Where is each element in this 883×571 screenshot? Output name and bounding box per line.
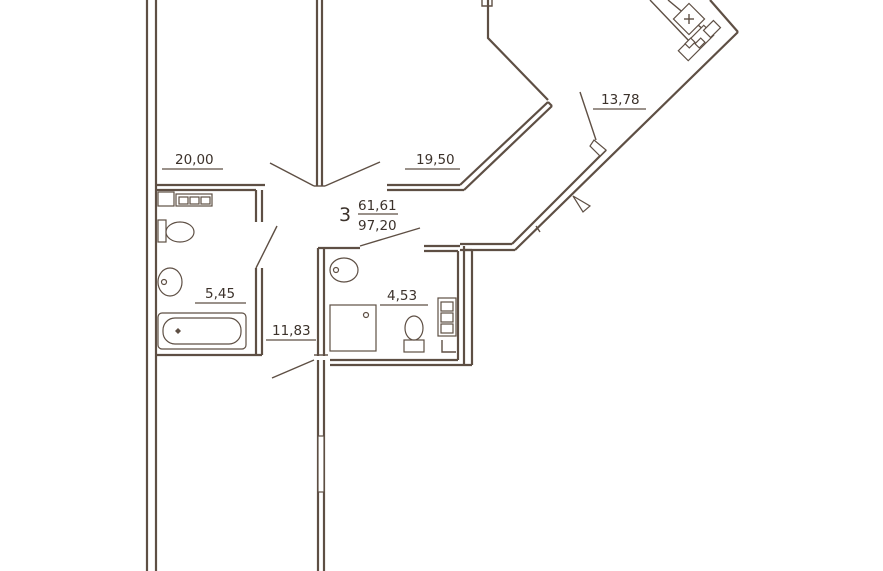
area-label-bathroom: 5,45 <box>195 286 246 304</box>
area-label-room-left: 20,00 <box>162 152 223 170</box>
area-label-hallway: 11,83 <box>266 323 316 341</box>
room-center-walls <box>387 0 553 192</box>
wc-walls <box>316 227 474 367</box>
bathroom-right-wall <box>156 225 278 357</box>
room-count: 3 <box>339 204 351 226</box>
room-right-walls <box>460 0 739 252</box>
apartment-summary: 3 61,61 97,20 <box>339 198 398 234</box>
exterior-wall-left <box>145 0 158 571</box>
total-area: 97,20 <box>358 218 397 234</box>
kitchen-counter <box>649 0 722 62</box>
wc-area: 4,53 <box>387 288 417 304</box>
door-swing-left-room <box>269 162 315 187</box>
corridor-walls <box>271 354 328 571</box>
hallway-area: 11,83 <box>272 323 311 339</box>
area-label-wc: 4,53 <box>380 288 428 306</box>
area-label-room-center: 19,50 <box>405 152 460 170</box>
door-swing-center-room <box>324 161 381 187</box>
room-left-bottom-wall <box>156 183 265 222</box>
room-center-area: 19,50 <box>416 152 455 168</box>
room-left-area: 20,00 <box>175 152 214 168</box>
bathroom-fixtures <box>157 191 247 350</box>
area-label-room-right: 13,78 <box>593 92 646 110</box>
living-area: 61,61 <box>358 198 397 214</box>
bathroom-area: 5,45 <box>205 286 235 302</box>
wc-fixtures <box>329 257 457 353</box>
room-right-area: 13,78 <box>601 92 640 108</box>
partition-wall-top <box>314 0 325 187</box>
